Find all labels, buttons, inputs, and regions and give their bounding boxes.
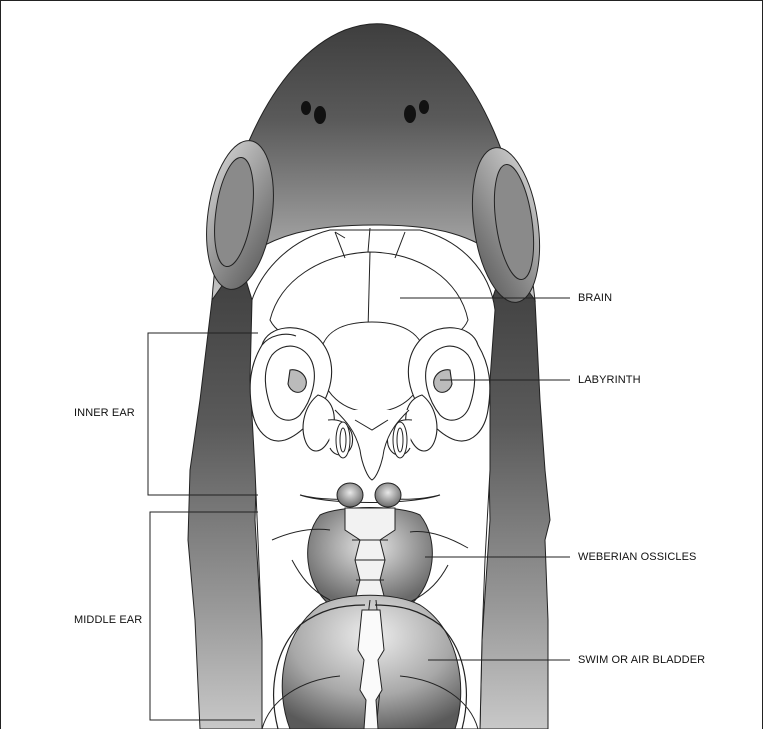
middle-ear-label: MIDDLE EAR (74, 614, 142, 626)
nostril-icon (419, 100, 429, 114)
inner-ear-label: INNER EAR (74, 407, 135, 419)
nostril-icon (301, 101, 311, 115)
weberian-ossicles-label: WEBERIAN OSSICLES (578, 551, 696, 563)
nostril-icon (404, 105, 416, 123)
labyrinth-label: LABYRINTH (578, 374, 641, 386)
swim-bladder-label: SWIM OR AIR BLADDER (578, 654, 705, 666)
nostril-icon (314, 106, 326, 124)
brain-label: BRAIN (578, 292, 612, 304)
